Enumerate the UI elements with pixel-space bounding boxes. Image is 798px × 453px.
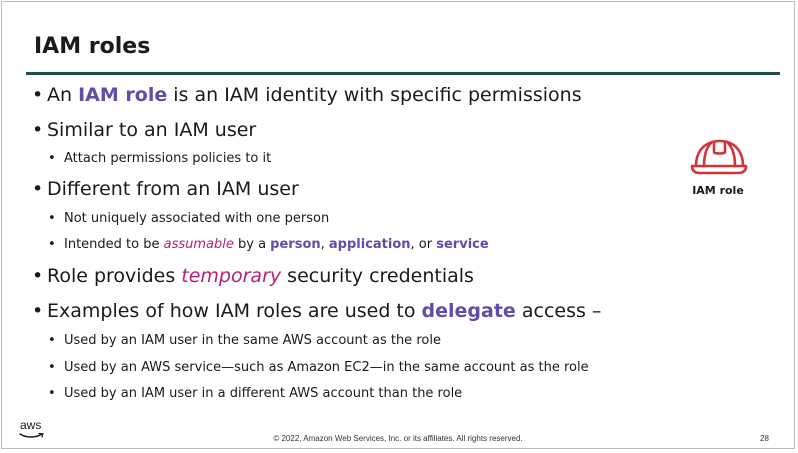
bullet-text: is an IAM identity with specific permiss…: [167, 84, 582, 106]
sub-bullet-text: by a: [233, 237, 271, 252]
bullet-delegate-examples: •Examples of how IAM roles are used to d…: [32, 299, 601, 323]
slide-title: IAM roles: [34, 34, 151, 59]
bullet-iam-role-definition: •An IAM role is an IAM identity with spe…: [32, 83, 582, 107]
sub-bullet-text: Intended to be: [64, 237, 164, 252]
bullet-dot: •: [32, 178, 44, 200]
bullet-text: security credentials: [281, 265, 474, 287]
bullet-text: Different from an IAM user: [47, 178, 299, 200]
highlight-delegate: delegate: [421, 300, 516, 322]
sub-bullet-aws-service: • Used by an AWS service—such as Amazon E…: [48, 359, 589, 377]
bullet-dot: •: [48, 386, 56, 401]
sub-bullet-text: Used by an IAM user in a different AWS a…: [64, 386, 463, 401]
bullet-text: Role provides: [47, 265, 182, 287]
icon-label: IAM role: [692, 184, 744, 197]
bullet-dot: •: [48, 237, 56, 252]
sub-bullet-different-account: • Used by an IAM user in a different AWS …: [48, 385, 462, 403]
bullet-different-from-user: •Different from an IAM user: [32, 177, 299, 201]
sub-bullet-assumable: • Intended to be assumable by a person, a…: [48, 236, 489, 254]
bullet-dot: •: [48, 333, 56, 348]
emphasis-temporary: temporary: [181, 265, 282, 287]
bullet-dot: •: [32, 265, 44, 287]
highlight-iam-role: IAM role: [78, 84, 168, 106]
sub-bullet-attach-policies: • Attach permissions policies to it: [48, 150, 271, 168]
bullet-text: Similar to an IAM user: [47, 119, 257, 141]
bullet-text: access –: [515, 300, 602, 322]
sub-bullet-text: Used by an IAM user in the same AWS acco…: [64, 333, 441, 348]
aws-smile-icon: [19, 432, 44, 438]
sub-bullet-text: Used by an AWS service—such as Amazon EC…: [64, 360, 589, 375]
highlight-service: service: [436, 237, 489, 252]
bullet-text: An: [47, 84, 79, 106]
emphasis-assumable: assumable: [163, 237, 234, 252]
sub-bullet-text: ,: [320, 237, 329, 252]
sub-bullet-text: Attach permissions policies to it: [64, 151, 272, 166]
bullet-similar-to-user: •Similar to an IAM user: [32, 118, 256, 142]
bullet-dot: •: [32, 300, 44, 322]
bullet-dot: •: [48, 151, 56, 166]
bullet-dot: •: [32, 119, 44, 141]
sub-bullet-same-account-user: • Used by an IAM user in the same AWS acc…: [48, 332, 441, 350]
sub-bullet-text: Not uniquely associated with one person: [64, 211, 330, 226]
highlight-application: application: [328, 237, 411, 252]
hard-hat-icon: [686, 136, 750, 180]
bullet-temporary-credentials: •Role provides temporary security creden…: [32, 264, 474, 288]
page-number: 28: [760, 434, 769, 443]
bullet-dot: •: [32, 84, 44, 106]
aws-logo: aws: [20, 418, 42, 432]
sub-bullet-text: , or: [410, 237, 437, 252]
bullet-dot: •: [48, 211, 56, 226]
sub-bullet-not-unique: • Not uniquely associated with one person: [48, 210, 329, 228]
title-divider: [26, 72, 780, 75]
bullet-dot: •: [48, 360, 56, 375]
bullet-text: Examples of how IAM roles are used to: [47, 300, 422, 322]
highlight-person: person: [270, 237, 321, 252]
copyright-footer: © 2022, Amazon Web Services, Inc. or its…: [273, 434, 523, 443]
